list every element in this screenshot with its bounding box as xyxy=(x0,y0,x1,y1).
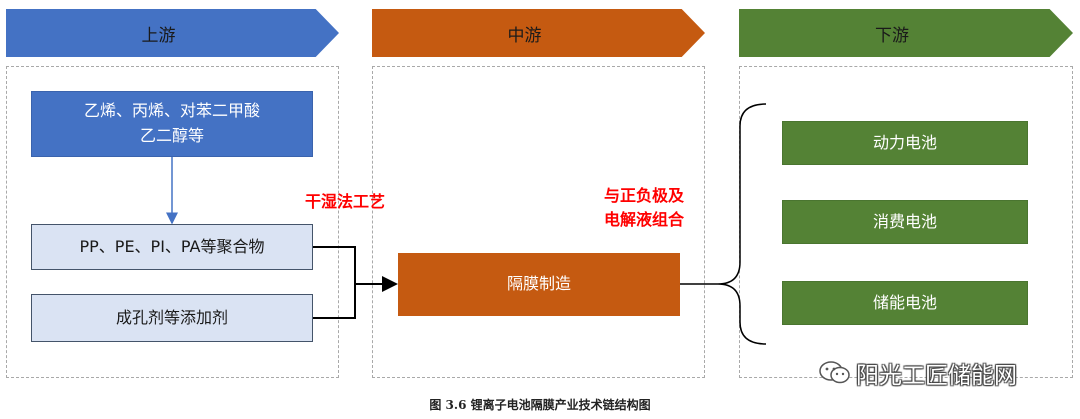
combine-label: 与正负极及 电解液组合 xyxy=(604,184,684,232)
watermark: 阳光工匠储能网 xyxy=(818,356,1017,390)
wechat-icon xyxy=(819,361,850,384)
raw-materials-line2: 乙二醇等 xyxy=(139,126,204,145)
upstream-banner-label: 上游 xyxy=(141,25,176,46)
raw-materials-line1: 乙烯、丙烯、对苯二甲酸 xyxy=(83,101,260,121)
midstream-banner: 中游 xyxy=(372,9,705,57)
additives-box: 成孔剂等添加剂 xyxy=(31,294,313,342)
power-battery-label: 动力电池 xyxy=(872,132,937,152)
midstream-banner-label: 中游 xyxy=(507,25,542,46)
upstream-banner: 上游 xyxy=(6,9,339,57)
consumer-battery-label: 消费电池 xyxy=(872,211,937,231)
polymers-box: PP、PE、PI、PA等聚合物 xyxy=(31,224,313,270)
downstream-brace xyxy=(717,103,767,345)
combine-label-line1: 与正负极及 xyxy=(604,186,685,205)
upstream-panel xyxy=(6,66,339,378)
polymers-label: PP、PE、PI、PA等聚合物 xyxy=(79,236,265,256)
combine-label-line2: 电解液组合 xyxy=(604,210,685,229)
storage-battery-label: 储能电池 xyxy=(872,292,937,312)
storage-battery-box: 储能电池 xyxy=(782,281,1028,325)
additives-label: 成孔剂等添加剂 xyxy=(115,307,228,327)
downstream-banner: 下游 xyxy=(739,9,1073,57)
upstream-merge-lines xyxy=(312,246,356,319)
process-label: 干湿法工艺 xyxy=(305,192,386,211)
power-battery-box: 动力电池 xyxy=(782,121,1028,165)
watermark-text: 阳光工匠储能网 xyxy=(856,363,1017,389)
separator-manufacturing-label: 隔膜制造 xyxy=(506,274,571,294)
raw-materials-box: 乙烯、丙烯、对苯二甲酸 乙二醇等 xyxy=(31,91,313,157)
separator-manufacturing-box: 隔膜制造 xyxy=(398,253,680,316)
figure-caption: 图 3.6 锂离子电池隔膜产业技术链结构图 xyxy=(429,398,651,412)
midstream-panel xyxy=(372,66,705,378)
consumer-battery-box: 消费电池 xyxy=(782,200,1028,244)
downstream-banner-label: 下游 xyxy=(875,25,909,46)
